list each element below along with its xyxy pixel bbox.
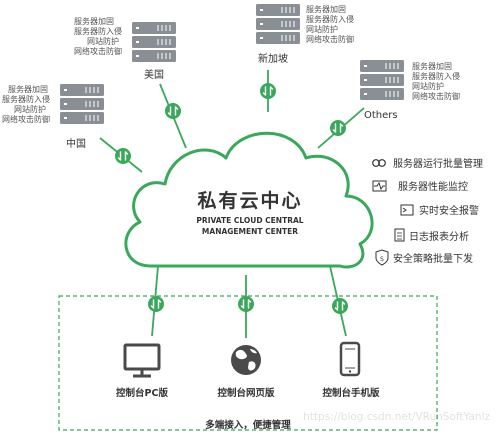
server-location-label: 新加坡 — [258, 52, 288, 65]
feature-item: S 安全策略批量下发 — [375, 249, 473, 266]
server-feature-line: 网络攻击防御 — [2, 114, 50, 124]
server-feature-line: 网站防护 — [306, 24, 338, 34]
connector-china — [99, 137, 143, 173]
server-feature-line: 服务器防入侵 — [412, 71, 460, 81]
link-badge-icon — [259, 82, 277, 100]
client-pc: 控制台PC版 — [116, 343, 168, 399]
client-region-frame — [58, 295, 438, 431]
monitor-icon — [123, 343, 161, 378]
feature-label: 日志报表分析 — [409, 230, 469, 243]
server-rack-icon — [131, 21, 177, 63]
server-feature-line: 服务器防入侵 — [306, 14, 354, 24]
link-badge-icon — [114, 147, 132, 165]
link-badge-icon — [164, 102, 182, 120]
feature-label: 服务器运行批量管理 — [393, 157, 483, 170]
feature-item: 实时安全报警 — [400, 204, 479, 217]
server-rack-icon — [255, 3, 301, 45]
feature-list: 服务器运行批量管理 服务器性能监控 实时安全报警 日志报表分析 — [372, 157, 483, 266]
server-node-others: 服务器加固 服务器防入侵 网站防护 网络攻击防御 Others — [359, 59, 460, 121]
connector-singapore — [259, 70, 277, 112]
client-label: 控制台网页版 — [217, 387, 275, 399]
client-label: 控制台PC版 — [116, 387, 168, 399]
pulse-monitor-icon — [372, 180, 387, 192]
terminal-icon — [400, 204, 414, 216]
server-location-label: 美国 — [144, 68, 164, 81]
cloud-subtitle: PRIVATE CLOUD CENTRAL — [196, 216, 303, 225]
link-badge-icon — [237, 295, 255, 313]
client-label: 控制台手机版 — [322, 387, 380, 399]
server-feature-line: 服务器加固 — [74, 16, 114, 26]
connector-web — [237, 275, 255, 338]
link-badge-icon — [331, 297, 349, 315]
bottom-caption: 多端接入，便捷管理 — [205, 419, 291, 431]
server-feature-line: 服务器加固 — [306, 4, 346, 14]
cloud-subtitle: MANAGEMENT CENTER — [202, 227, 298, 236]
feature-label: 服务器性能监控 — [398, 180, 468, 193]
feature-item: 服务器性能监控 — [372, 180, 468, 193]
server-feature-line: 网站防护 — [87, 36, 119, 46]
server-node-china: 服务器加固 服务器防入侵 网站防护 网络攻击防御 中国 — [2, 83, 105, 150]
server-rack-icon — [59, 83, 105, 125]
server-feature-line: 网络攻击防御 — [74, 46, 122, 56]
shield-icon: S — [375, 249, 389, 266]
server-feature-line: 服务器加固 — [412, 61, 452, 71]
server-feature-line: 网站防护 — [412, 81, 444, 91]
server-location-label: 中国 — [66, 137, 86, 150]
connector-pc — [147, 265, 165, 337]
client-mobile: 控制台手机版 — [322, 341, 380, 399]
private-cloud: 私有云中心 PRIVATE CLOUD CENTRAL MANAGEMENT C… — [124, 131, 374, 269]
feature-item: 日志报表分析 — [394, 228, 469, 243]
link-badge-icon — [147, 295, 165, 313]
server-location-label: Others — [364, 110, 398, 121]
connector-usa — [159, 83, 187, 149]
link-icon — [372, 159, 386, 167]
server-node-singapore: 服务器加固 服务器防入侵 网站防护 网络攻击防御 新加坡 — [255, 3, 354, 65]
client-web: 控制台网页版 — [217, 345, 275, 399]
svg-text:S: S — [380, 256, 384, 263]
server-feature-line: 服务器防入侵 — [74, 26, 122, 36]
feature-label: 安全策略批量下发 — [393, 252, 473, 265]
cloud-shape — [124, 131, 374, 269]
server-feature-line: 服务器加固 — [8, 84, 48, 94]
feature-label: 实时安全报警 — [419, 204, 479, 217]
document-icon — [394, 228, 405, 242]
cloud-title: 私有云中心 — [197, 189, 302, 212]
connector-mobile — [329, 265, 349, 337]
globe-icon — [231, 345, 261, 375]
phone-icon — [339, 341, 361, 377]
server-node-usa: 服务器加固 服务器防入侵 网站防护 网络攻击防御 美国 — [74, 16, 177, 81]
watermark: https://blog.csdn.net/VRunSoftYanlz — [303, 411, 490, 423]
feature-item: 服务器运行批量管理 — [372, 157, 483, 170]
server-feature-line: 网络攻击防御 — [412, 91, 460, 101]
server-feature-line: 网站防护 — [14, 104, 46, 114]
server-rack-icon — [359, 59, 405, 101]
connector-others — [317, 107, 365, 149]
server-feature-line: 服务器防入侵 — [2, 94, 50, 104]
server-feature-line: 网络攻击防御 — [306, 34, 354, 44]
link-badge-icon — [329, 119, 347, 137]
